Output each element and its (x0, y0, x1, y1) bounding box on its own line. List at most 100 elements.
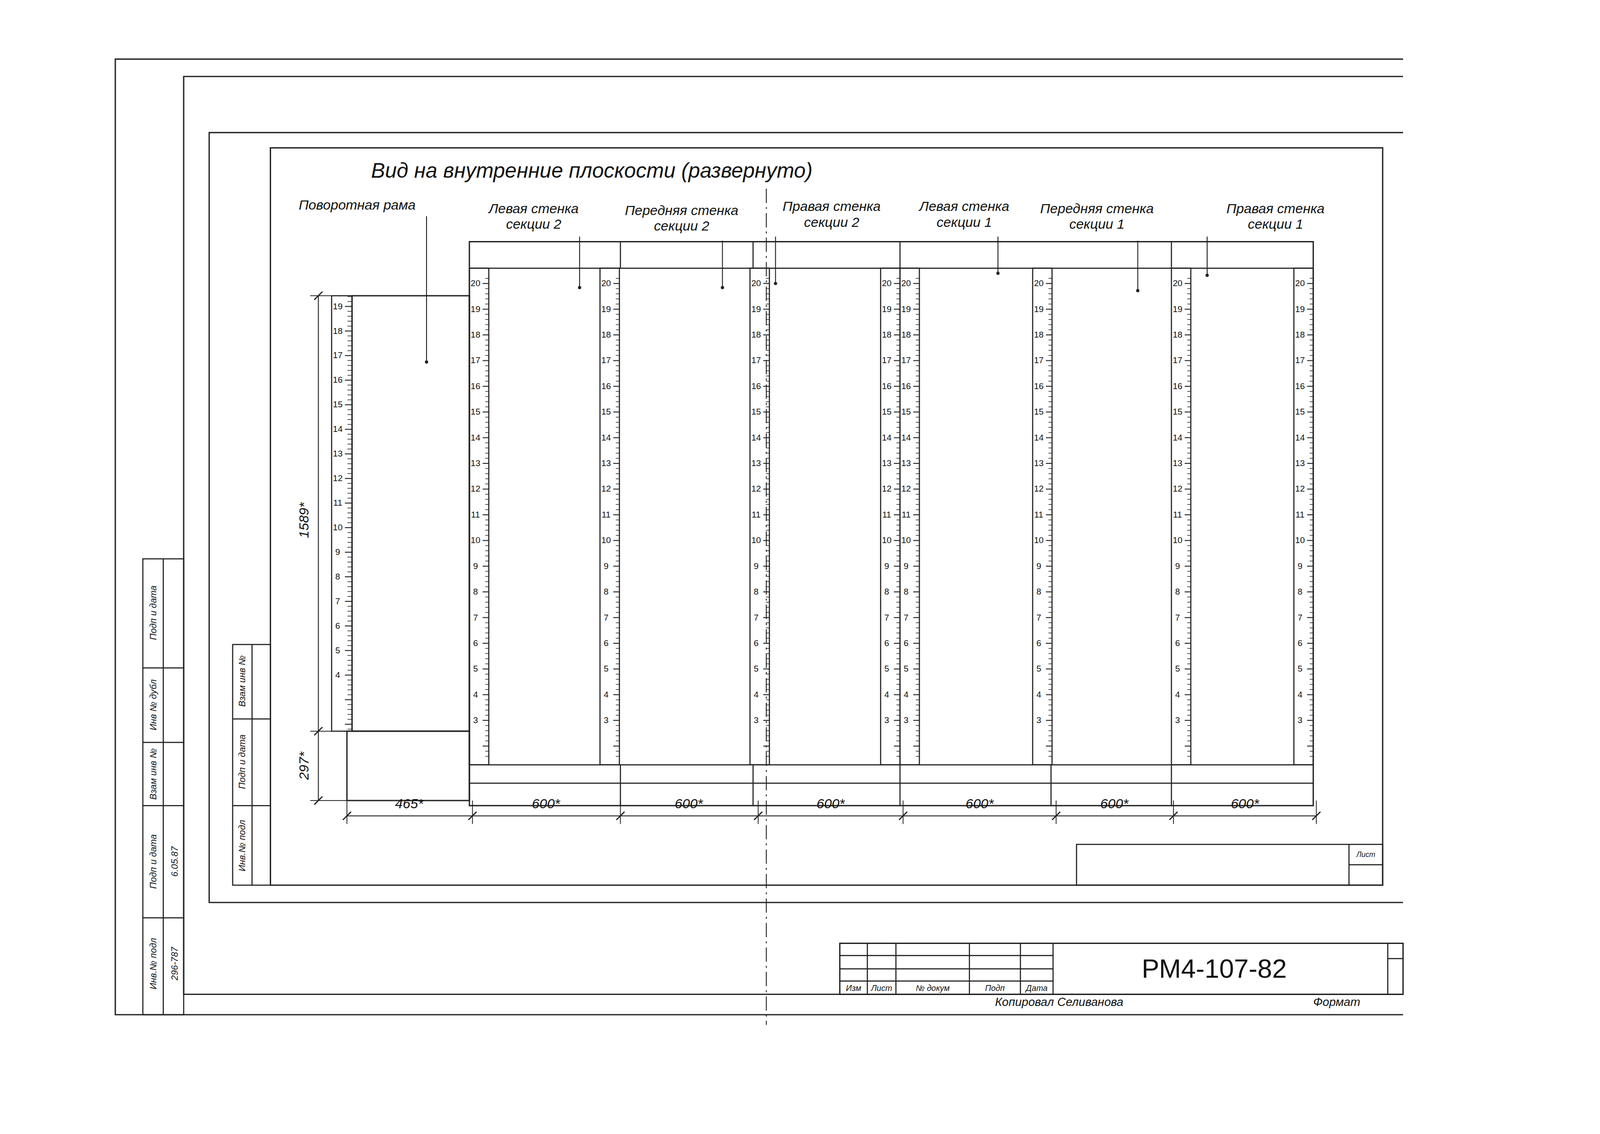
scale-tick (1048, 622, 1053, 623)
scale-tick (1045, 334, 1052, 336)
scale-tick (1048, 679, 1053, 680)
stamp-label: Подп и дата (236, 734, 247, 790)
scale-tick (765, 380, 770, 382)
scale-tick (615, 406, 620, 407)
scale-number: 14 (333, 424, 343, 435)
scale-tick (347, 620, 352, 622)
scale-tick (765, 396, 770, 397)
scale-tick (615, 288, 620, 289)
scale-tick (915, 319, 920, 320)
wall-joint (619, 241, 621, 268)
scale-tick (913, 514, 920, 516)
scale-tick (615, 622, 620, 623)
scale-number: 4 (335, 670, 341, 681)
scale-tick (344, 650, 353, 652)
scale-tick (1048, 442, 1053, 443)
scale-tick (615, 709, 620, 711)
scale-tick (347, 532, 352, 533)
scale-number: 6 (903, 638, 909, 649)
scale-tick (347, 556, 352, 558)
scale-number: 10 (601, 535, 611, 546)
scale-tick (894, 617, 901, 619)
scale-tick (1309, 709, 1314, 711)
scale-tick (1048, 396, 1053, 397)
scale-tick (1048, 457, 1053, 459)
scale-tick (1048, 576, 1053, 577)
scale-tick (1309, 452, 1314, 454)
scale-number: 10 (333, 522, 343, 533)
scale-tick (1048, 483, 1053, 485)
scale-tick (1306, 617, 1313, 619)
scale-tick (763, 385, 770, 387)
scale-tick (615, 576, 620, 577)
scale-tick (765, 740, 770, 742)
scale-tick (763, 488, 770, 490)
scale-tick (485, 735, 489, 736)
scale-number: 17 (751, 355, 762, 366)
scale-tick (485, 504, 489, 505)
scale-number: 19 (901, 304, 911, 315)
scale-number: 7 (1175, 612, 1181, 623)
extension-line (757, 800, 759, 824)
scale-number: 10 (1034, 535, 1044, 546)
scale-tick (765, 725, 770, 726)
scale-tick (347, 365, 352, 366)
scale-number: 6 (335, 621, 341, 632)
scale-tick (1184, 488, 1191, 490)
scale-tick (1187, 648, 1191, 649)
extension-line (472, 800, 474, 824)
scale-tick (913, 385, 920, 387)
scale-tick (1187, 627, 1191, 628)
scale-tick (1309, 529, 1314, 531)
leader-dot (773, 282, 777, 286)
scale-tick (485, 473, 489, 474)
scale-tick (915, 370, 920, 371)
scale-tick (1187, 586, 1191, 587)
scale-tick (894, 437, 901, 439)
scale-tick (765, 612, 770, 613)
scale-tick (347, 375, 352, 376)
scale-number: 5 (903, 663, 909, 674)
scale-tick (1309, 679, 1314, 680)
scale-tick (485, 483, 489, 485)
dimension-line (346, 815, 1317, 817)
scale-tick (1048, 344, 1053, 346)
scale-tick (1187, 277, 1191, 279)
scale-tick (915, 627, 920, 628)
scale-tick (344, 404, 353, 406)
scale-tick (1187, 421, 1191, 423)
scale-number: 5 (753, 663, 759, 674)
scale-tick (915, 663, 920, 664)
scale-number: 15 (751, 406, 762, 417)
dimension-tick (468, 812, 477, 821)
scale-tick (1048, 380, 1053, 382)
scale-number: 13 (881, 458, 892, 469)
scale-tick (1048, 632, 1053, 634)
scale-tick (485, 586, 489, 587)
scale-tick (765, 468, 770, 469)
scale-tick (913, 643, 920, 644)
scale-tick (1048, 493, 1053, 495)
scale-tick (915, 396, 920, 397)
scale-tick (485, 545, 489, 546)
scale-tick (913, 360, 920, 361)
scale-tick (485, 427, 489, 428)
scale-number: 6 (603, 638, 609, 649)
scale-number: 3 (884, 715, 890, 726)
scale-tick (615, 427, 620, 428)
scale-tick (615, 648, 620, 649)
stamp-value: 296-787 (169, 946, 180, 981)
scale-tick (765, 452, 770, 454)
scale-tick (482, 334, 489, 336)
scale-number: 12 (1172, 484, 1183, 495)
scale-tick (615, 653, 620, 654)
scale-tick (1048, 612, 1053, 613)
wall-joint (1050, 765, 1052, 807)
scale-tick (485, 303, 489, 305)
scale-tick (1187, 751, 1191, 752)
scale-tick (485, 751, 489, 752)
scale-tick (615, 344, 620, 346)
scale-tick (915, 730, 920, 731)
scale-tick (1309, 715, 1314, 716)
